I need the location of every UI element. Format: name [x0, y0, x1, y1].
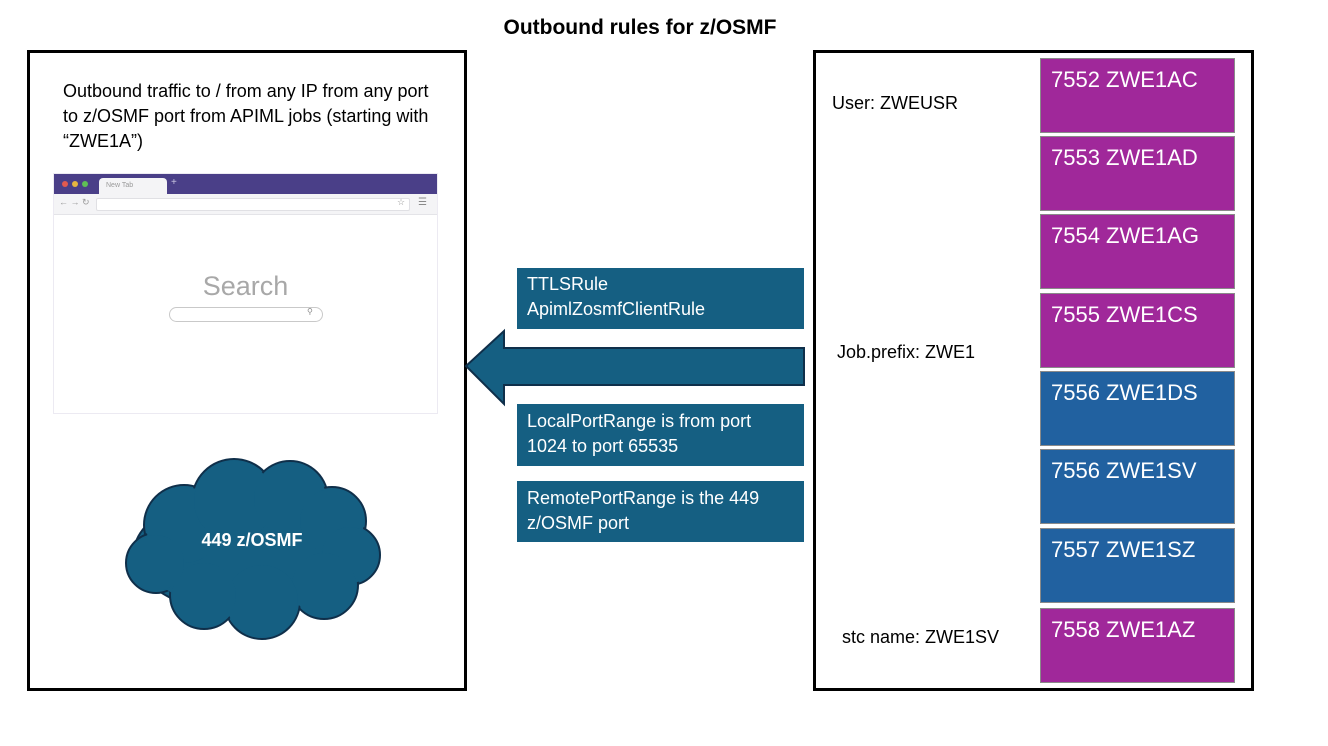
remote-port-range-box: RemotePortRange is the 449 z/OSMF port: [517, 481, 804, 542]
cloud-shape: [125, 458, 381, 640]
diagram-title: Outbound rules for z/OSMF: [503, 16, 777, 39]
minimize-dot-icon: [72, 181, 78, 187]
job-cell: 7556 ZWE1SV: [1040, 449, 1235, 524]
star-icon: ☆: [397, 197, 406, 207]
browser-address-bar: ← → ↻ ☆ ☰: [54, 194, 437, 215]
job-cell: 7557 ZWE1SZ: [1040, 528, 1235, 603]
left-arrow-icon: [464, 328, 805, 407]
traffic-description: Outbound traffic to / from any IP from a…: [63, 81, 429, 151]
browser-mockup: New Tab + ← → ↻ ☆ ☰ Search ⚲: [53, 173, 438, 414]
browser-tab-bar: New Tab +: [54, 174, 437, 194]
close-dot-icon: [62, 181, 68, 187]
remote-port-line2: z/OSMF port: [527, 513, 630, 533]
job-cell: 7555 ZWE1CS: [1040, 293, 1235, 368]
job-prefix-label: Job.prefix: ZWE1: [837, 342, 976, 362]
search-box: ⚲: [169, 307, 323, 322]
job-cell: 7554 ZWE1AG: [1040, 214, 1235, 289]
job-cell: 7556 ZWE1DS: [1040, 371, 1235, 446]
ttls-rule-line2: ApimlZosmfClientRule: [527, 299, 706, 319]
ttls-rule-line1: TTLSRule: [527, 274, 609, 294]
url-field: ☆: [96, 197, 410, 211]
browser-tab: New Tab: [99, 178, 167, 194]
search-icon: ⚲: [307, 307, 313, 316]
cloud-label: 449 z/OSMF: [201, 530, 303, 550]
user-label: User: ZWEUSR: [832, 93, 958, 113]
local-port-range-box: LocalPortRange is from port 1024 to port…: [517, 404, 804, 466]
ttls-rule-box: TTLSRule ApimlZosmfClientRule: [517, 268, 804, 329]
new-tab-plus-icon: +: [171, 177, 177, 188]
maximize-dot-icon: [82, 181, 88, 187]
navigation-arrows-icon: ← → ↻: [59, 197, 90, 207]
job-cell: 7553 ZWE1AD: [1040, 136, 1235, 211]
job-cell: 7558 ZWE1AZ: [1040, 608, 1235, 683]
remote-port-line1: RemotePortRange is the 449: [527, 488, 760, 508]
stc-name-label: stc name: ZWE1SV: [842, 627, 1000, 647]
menu-icon: ☰: [418, 197, 427, 208]
local-port-line1: LocalPortRange is from port: [527, 411, 752, 431]
job-cell: 7552 ZWE1AC: [1040, 58, 1235, 133]
local-port-line2: 1024 to port 65535: [527, 436, 679, 456]
search-heading: Search: [202, 271, 289, 301]
